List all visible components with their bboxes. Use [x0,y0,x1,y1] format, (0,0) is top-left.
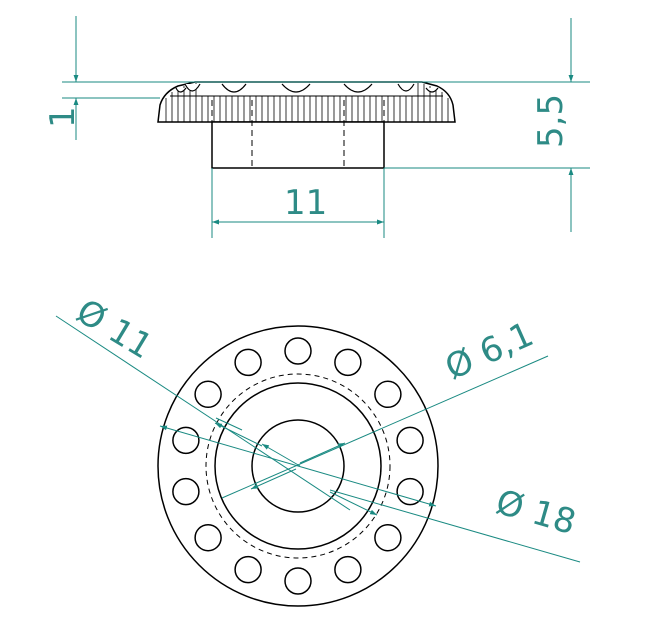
hidden-lines [211,100,385,168]
flange-hole [234,348,262,377]
top-view [157,325,439,607]
flange-hole [396,477,424,506]
top-dimensions [55,315,581,563]
flange-hole [284,337,312,365]
outer-circle [157,325,439,607]
hidden-circle [205,373,391,559]
hub-circle [214,382,382,550]
dim-outer-diameter: Ø 18 [492,482,581,543]
flange-hole [194,523,222,552]
flange-hole [396,426,424,455]
dim-inner-diameter: Ø 6,1 [439,314,539,388]
flange-hole [334,555,362,584]
dim-flange-thickness: 1 [43,106,83,128]
dim-hub-width: 11 [284,183,327,223]
hub-outline [211,121,385,169]
side-view [157,81,456,169]
flange-hole [172,477,200,506]
bore-circle [251,419,345,513]
top-scallops [175,83,439,93]
flange-hole [194,380,222,409]
flange-hole [374,380,402,409]
dim-total-height: 5,5 [531,94,571,148]
flange-hole [374,523,402,552]
flange-hole [334,348,362,377]
side-dimensions [62,16,590,238]
flange-hole [172,426,200,455]
flange-hole [234,555,262,584]
dim-bore-diameter: Ø 11 [69,291,159,367]
flange-hole [284,567,312,595]
hole-ring [172,337,424,595]
